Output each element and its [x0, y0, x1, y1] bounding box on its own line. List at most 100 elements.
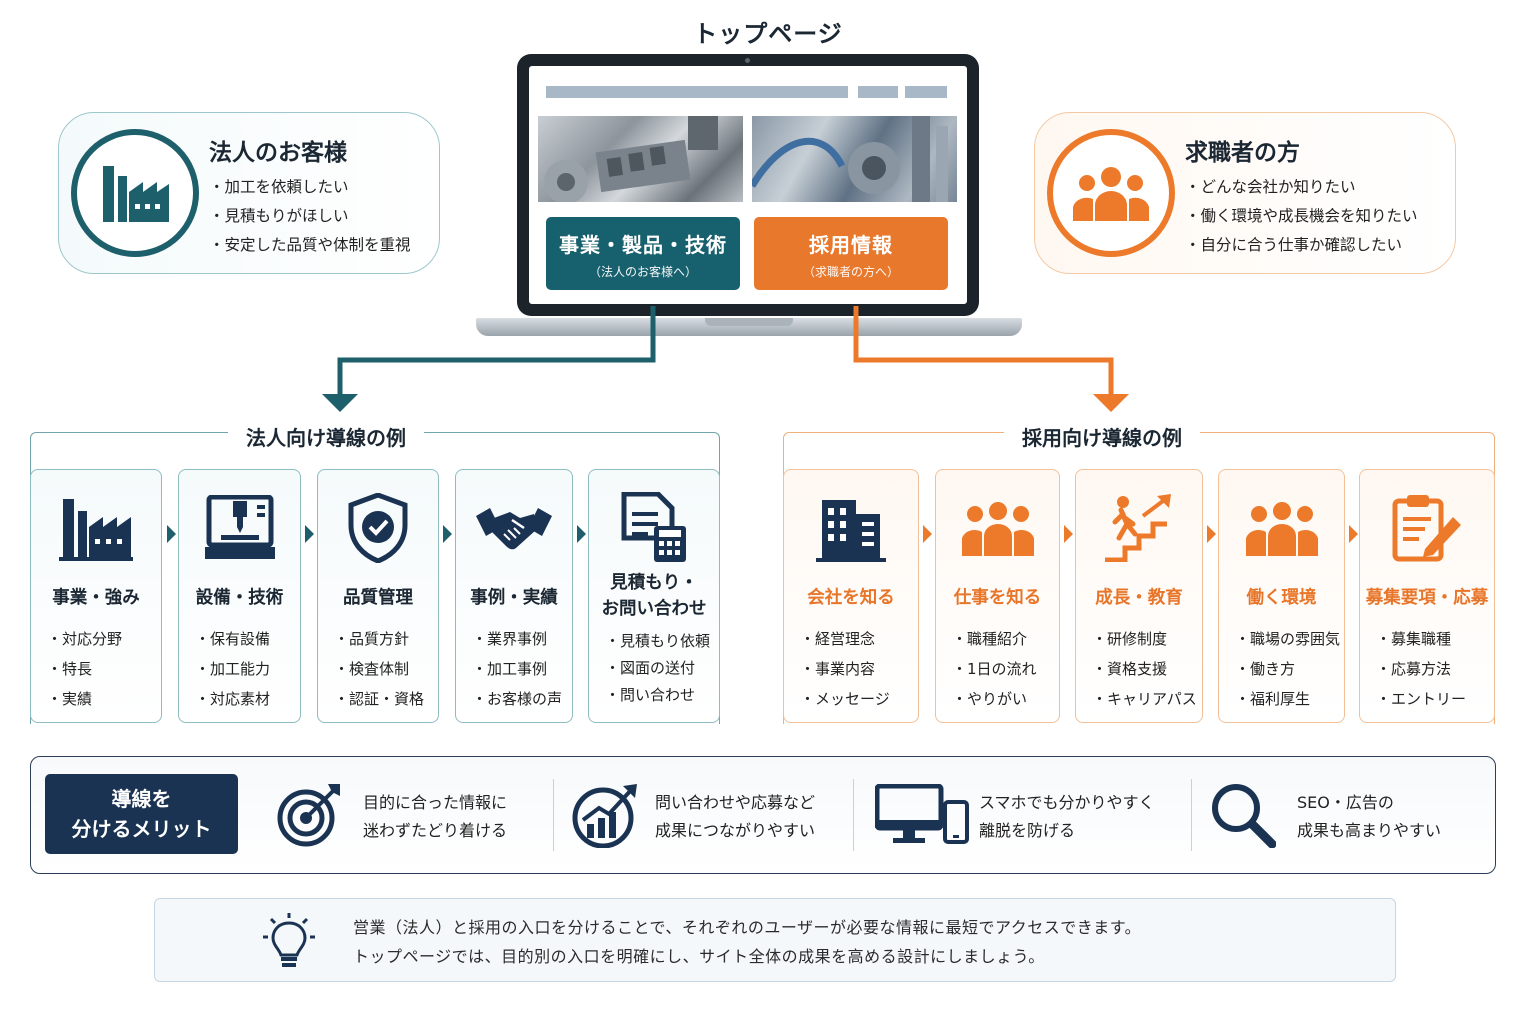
- divider: [553, 779, 554, 851]
- camera-icon: [745, 58, 750, 63]
- merit-text-line: 成果につながりやすい: [655, 821, 816, 840]
- merits-panel: 導線を 分けるメリット 目的に合った情報に 迷わずたどり着ける: [30, 756, 1496, 874]
- chevron-right-icon: [1064, 525, 1073, 543]
- merit-text-line: 迷わずたどり着ける: [363, 821, 508, 840]
- corporate-entry-label: 事業・製品・技術: [559, 233, 727, 257]
- corporate-entry-button[interactable]: 事業・製品・技術 （法人のお客様へ）: [546, 217, 740, 290]
- card-item: ・見積もり依頼: [605, 632, 711, 650]
- merit-text-line: 目的に合った情報に: [363, 793, 508, 812]
- corporate-card-quality[interactable]: 品質管理 ・品質方針 ・検査体制 ・認証・資格: [317, 469, 439, 723]
- tip-note: 営業（法人）と採用の入口を分けることで、それぞれのユーザーが必要な情報に最短でア…: [154, 898, 1396, 982]
- handshake-icon: [456, 490, 572, 566]
- hero-image-machined-parts: [538, 116, 743, 202]
- merit-text-line: 離脱を防げる: [979, 821, 1076, 840]
- people-group-icon: [936, 490, 1059, 566]
- card-item: ・応募方法: [1376, 660, 1452, 678]
- shield-check-icon: [318, 490, 438, 566]
- chevron-right-icon: [923, 525, 932, 543]
- card-item: ・対応分野: [47, 630, 123, 648]
- card-item: ・実績: [47, 690, 93, 708]
- card-item: ・特長: [47, 660, 93, 678]
- card-item: ・職場の雰囲気: [1235, 630, 1341, 648]
- card-item: ・問い合わせ: [605, 686, 696, 704]
- merit-text: 問い合わせや応募など 成果につながりやすい: [655, 789, 815, 845]
- stairs-growth-icon: [1076, 490, 1202, 566]
- document-calculator-icon: [589, 490, 719, 566]
- card-item: ・図面の送付: [605, 659, 696, 677]
- card-item: ・募集職種: [1376, 630, 1452, 648]
- people-group-icon: [1047, 129, 1175, 257]
- recruit-card-environment[interactable]: 働く環境 ・職場の雰囲気 ・働き方 ・福利厚生: [1218, 469, 1345, 723]
- building-icon: [784, 490, 918, 566]
- page-title: トップページ: [693, 20, 843, 48]
- recruit-flow-arrow: [853, 306, 1114, 396]
- corporate-card-cases[interactable]: 事例・実績 ・業界事例 ・加工事例 ・お客様の声: [455, 469, 573, 723]
- clipboard-pen-icon: [1360, 490, 1494, 566]
- persona-title: 法人のお客様: [209, 140, 347, 166]
- merit-text-line: 成果も高まりやすい: [1297, 821, 1442, 840]
- recruit-card-company[interactable]: 会社を知る ・経営理念 ・事業内容 ・メッセージ: [783, 469, 919, 723]
- note-text: 営業（法人）と採用の入口を分けることで、それぞれのユーザーが必要な情報に最短でア…: [353, 913, 1141, 971]
- card-item: ・加工事例: [472, 660, 548, 678]
- desktop-mobile-icon: [873, 781, 973, 849]
- note-line: 営業（法人）と採用の入口を分けることで、それぞれのユーザーが必要な情報に最短でア…: [353, 918, 1142, 937]
- recruit-card-apply[interactable]: 募集要項・応募 ・募集職種 ・応募方法 ・エントリー: [1359, 469, 1495, 723]
- target-icon: [273, 781, 345, 849]
- recruit-card-growth[interactable]: 成長・教育 ・研修制度 ・資格支援 ・キャリアパス: [1075, 469, 1203, 723]
- chevron-right-icon: [1207, 525, 1216, 543]
- factory-icon: [71, 129, 199, 257]
- merit-text-line: 問い合わせや応募など: [655, 793, 816, 812]
- people-group-icon: [1219, 490, 1344, 566]
- corporate-arrowhead: [322, 394, 358, 412]
- card-item: ・1日の流れ: [952, 660, 1037, 678]
- persona-item: ・安定した品質や体制を重視: [209, 236, 411, 254]
- nav-bar-placeholder: [905, 86, 947, 98]
- card-item: ・資格支援: [1092, 660, 1168, 678]
- card-item: ・やりがい: [952, 690, 1028, 708]
- divider: [853, 779, 854, 851]
- corporate-flow-arrow: [337, 306, 656, 396]
- recruit-card-job[interactable]: 仕事を知る ・職種紹介 ・1日の流れ ・やりがい: [935, 469, 1060, 723]
- card-item: ・経営理念: [800, 630, 876, 648]
- merit-item: 問い合わせや応募など 成果につながりやすい: [565, 757, 855, 873]
- cnc-machine-icon: [179, 490, 300, 566]
- persona-card-recruit: 求職者の方 ・どんな会社か知りたい ・働く環境や成長機会を知りたい ・自分に合う…: [1034, 112, 1456, 274]
- recruit-entry-label: 採用情報: [809, 233, 893, 257]
- card-item: ・検査体制: [334, 660, 410, 678]
- card-title: 募集要項・応募: [1365, 588, 1489, 608]
- card-item: ・働き方: [1235, 660, 1296, 678]
- chevron-right-icon: [167, 525, 176, 543]
- card-item: ・加工能力: [195, 660, 271, 678]
- card-item: ・メッセージ: [800, 690, 890, 708]
- lightbulb-icon: [259, 911, 319, 971]
- corporate-card-equipment[interactable]: 設備・技術 ・保有設備 ・加工能力 ・対応素材: [178, 469, 301, 723]
- card-item: ・エントリー: [1376, 690, 1467, 708]
- card-item: ・対応素材: [195, 690, 271, 708]
- persona-title: 求職者の方: [1185, 140, 1300, 166]
- recruit-entry-button[interactable]: 採用情報 （求職者の方へ）: [754, 217, 948, 290]
- website-mockup: 事業・製品・技術 （法人のお客様へ） 採用情報 （求職者の方へ）: [529, 66, 967, 304]
- merit-item: 目的に合った情報に 迷わずたどり着ける: [269, 757, 549, 873]
- persona-item: ・働く環境や成長機会を知りたい: [1185, 207, 1418, 225]
- card-title: 見積もり・ お問い合わせ: [589, 570, 719, 622]
- flow-arrows: [322, 306, 1129, 412]
- card-title: 事業・強み: [52, 588, 140, 608]
- merits-label-line: 分けるメリット: [71, 817, 212, 841]
- corporate-card-business[interactable]: 事業・強み ・対応分野 ・特長 ・実績: [30, 469, 162, 723]
- persona-item: ・加工を依頼したい: [209, 178, 349, 196]
- card-item: ・研修制度: [1092, 630, 1168, 648]
- chevron-right-icon: [1349, 525, 1358, 543]
- growth-chart-icon: [569, 781, 641, 849]
- merits-label-line: 導線を: [111, 787, 172, 811]
- card-item: ・事業内容: [800, 660, 876, 678]
- card-item: ・お客様の声: [472, 690, 563, 708]
- chevron-right-icon: [305, 525, 314, 543]
- corporate-flow-title: 法人向け導線の例: [228, 422, 424, 451]
- card-item: ・職種紹介: [952, 630, 1028, 648]
- laptop-notch: [705, 318, 793, 326]
- divider: [1191, 779, 1192, 851]
- persona-card-corporate: 法人のお客様 ・加工を依頼したい ・見積もりがほしい ・安定した品質や体制を重視: [58, 112, 440, 274]
- persona-item: ・どんな会社か知りたい: [1185, 178, 1356, 196]
- hero-image-factory-machinery: [752, 116, 957, 202]
- corporate-card-inquiry[interactable]: 見積もり・ お問い合わせ ・見積もり依頼 ・図面の送付 ・問い合わせ: [588, 469, 720, 723]
